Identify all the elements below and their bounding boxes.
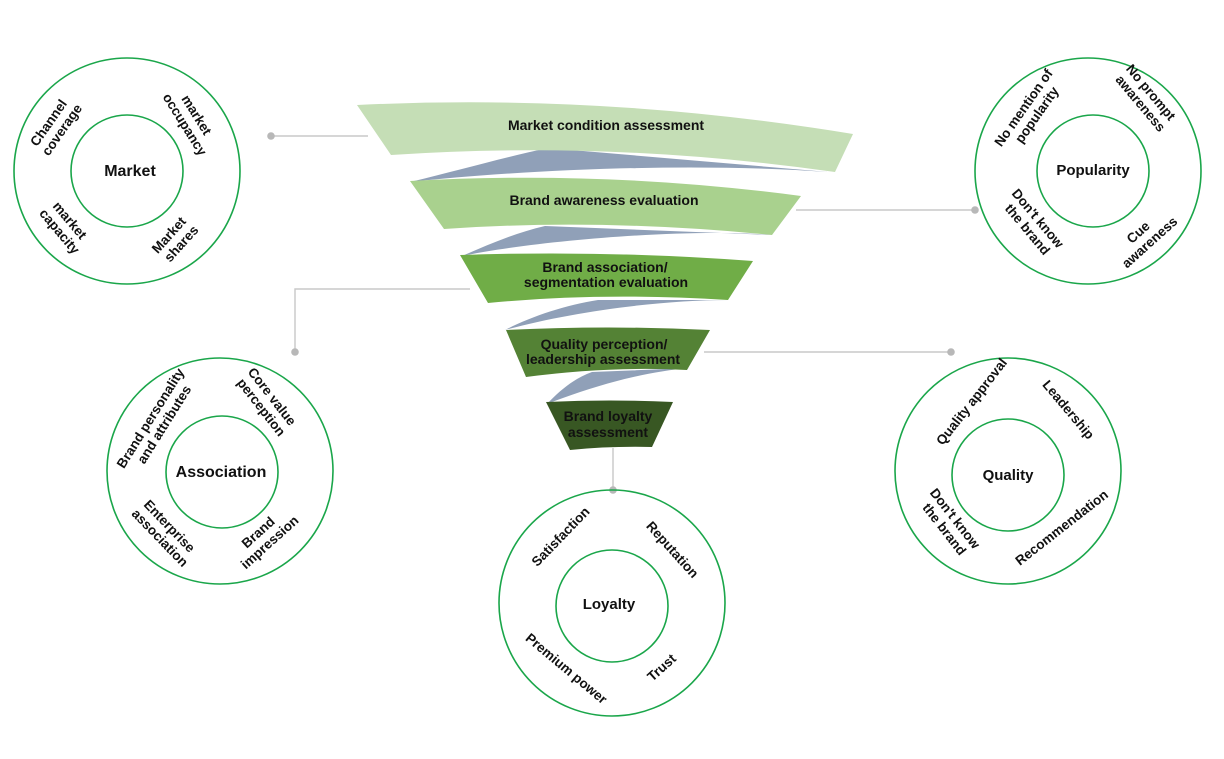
segment-leadership: Leadership: [1039, 377, 1097, 442]
segment-brand-personality: Brand personality and attributes: [114, 362, 202, 478]
loyalty-circle: Loyalty Satisfaction Reputation Premium …: [498, 489, 726, 717]
stage-label: Brand association/: [542, 259, 667, 275]
outer-ring: [106, 357, 334, 585]
segment-no-prompt: No prompt awareness: [1112, 61, 1181, 135]
funnel-ribbons: [410, 148, 828, 404]
segment-cue-awareness: Cue awareness: [1109, 202, 1180, 271]
quality-circle: Quality Quality approval Leadership Don'…: [894, 355, 1122, 585]
stage-band: [546, 400, 673, 450]
center-label: Quality: [983, 467, 1035, 484]
stage-label: Brand loyalty: [564, 408, 653, 424]
segment-core-value: Core value perception: [233, 365, 301, 441]
segment-trust: Trust: [644, 651, 679, 685]
stage-band: [410, 177, 801, 235]
stage-label: Quality perception/: [541, 336, 668, 352]
inner-ring: [555, 549, 669, 663]
outer-ring: [894, 357, 1122, 585]
center-label: Market: [104, 163, 156, 180]
segment-premium-power: Premium power: [523, 630, 611, 707]
outer-ring: [13, 57, 241, 285]
stage-label: Market condition assessment: [508, 117, 704, 133]
stage-label: Brand awareness evaluation: [509, 192, 698, 208]
stage-label: assessment: [568, 424, 649, 440]
stage-band: [460, 253, 753, 303]
segment-enterprise-association: Enterprise association: [129, 496, 202, 570]
segment-brand-impression: Brand impression: [228, 501, 302, 571]
segment-no-mention: No mention of popularity: [991, 63, 1070, 158]
connectors: [267, 132, 979, 494]
funnel-stage-quality-perception: Quality perception/ leadership assessmen…: [506, 327, 710, 377]
segment-satisfaction: Satisfaction: [529, 504, 593, 569]
association-circle: Association Brand personality and attrib…: [106, 357, 334, 585]
funnel-stage-brand-awareness: Brand awareness evaluation: [410, 177, 801, 235]
ribbon-1-2: [410, 148, 828, 182]
inner-ring: [951, 418, 1065, 532]
ribbon-4-5: [547, 368, 690, 404]
connector-dot: [291, 348, 299, 356]
inner-ring: [165, 415, 279, 529]
funnel-stage-brand-association: Brand association/ segmentation evaluati…: [460, 253, 753, 303]
market-circle: Market Channel coverage market occupancy…: [13, 57, 241, 285]
connector-dot: [267, 132, 275, 140]
outer-ring: [498, 489, 726, 717]
segment-reputation: Reputation: [643, 518, 701, 580]
funnel-stage-brand-loyalty: Brand loyalty assessment: [546, 400, 673, 450]
stage-label: segmentation evaluation: [524, 274, 688, 290]
connector-dot: [971, 206, 979, 214]
funnel-stage-market-condition: Market condition assessment: [357, 102, 853, 172]
segment-market-shares: Market shares: [149, 211, 203, 266]
inner-ring: [1036, 114, 1150, 228]
ribbon-2-3: [462, 226, 772, 256]
center-label: Loyalty: [583, 596, 636, 613]
inner-ring: [70, 114, 184, 228]
connector-dot: [947, 348, 955, 356]
segment-quality-approval: Quality approval: [933, 355, 1010, 448]
center-label: Association: [176, 464, 267, 481]
segment-market-occupancy: market occupancy: [160, 83, 223, 159]
outer-ring: [974, 57, 1202, 285]
stage-band: [357, 102, 853, 172]
stage-band: [506, 327, 710, 377]
center-label: Popularity: [1056, 162, 1130, 179]
connector-association: [294, 288, 470, 352]
ribbon-3-4: [505, 300, 728, 330]
funnel-stages: Market condition assessment Brand awaren…: [357, 102, 853, 450]
stage-label: leadership assessment: [526, 351, 680, 367]
popularity-circle: Popularity No mention of popularity No p…: [974, 57, 1202, 285]
segment-dont-know: Don't know the brand: [915, 485, 985, 563]
